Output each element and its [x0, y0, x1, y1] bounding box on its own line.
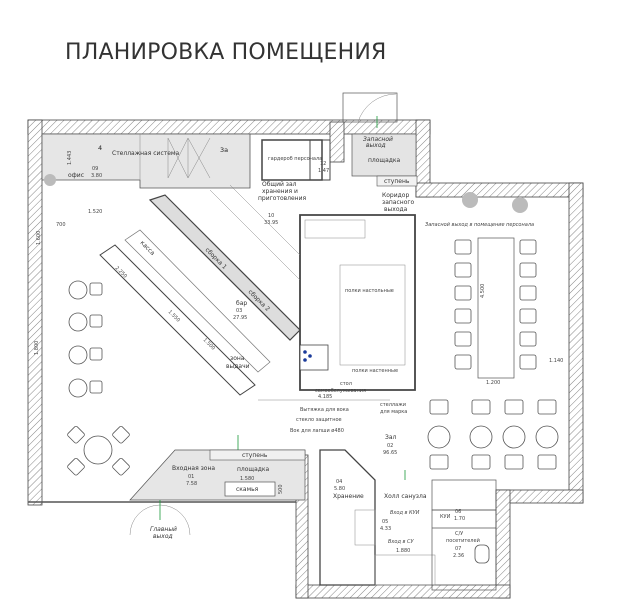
- label-entry-zone: Входная зона: [172, 465, 215, 472]
- wok-station: [299, 344, 329, 371]
- entry-area: 7.58: [186, 481, 197, 487]
- label-rack-2: для марка: [380, 409, 407, 415]
- label-wardrobe: гардероб персонала: [268, 156, 322, 162]
- hall-seating: [44, 174, 559, 470]
- office-zone: [41, 133, 251, 189]
- label-glass: стекло защитное: [296, 417, 342, 423]
- label-pickup-2: выдачи: [226, 363, 250, 370]
- kui-area: 1.70: [454, 516, 465, 522]
- label-corridor-2: запасного: [382, 199, 415, 206]
- wc-area: 1.47: [318, 168, 329, 174]
- label-emergency-exit-2: выход: [366, 142, 386, 149]
- dim-4185: 4.185: [318, 394, 332, 400]
- label-bench: скамья: [236, 486, 259, 493]
- entry-num: 01: [188, 474, 194, 480]
- hall-area: 96.65: [383, 450, 397, 456]
- hall-storage-num: 10: [268, 213, 274, 219]
- wardrobe-room: [261, 139, 323, 181]
- kui-num: 06: [455, 509, 461, 515]
- office-area: 3.80: [91, 173, 102, 179]
- label-step-top: ступень: [384, 178, 410, 185]
- label-3a: 3а: [220, 146, 228, 154]
- dim-1600: 1.600: [36, 231, 42, 245]
- label-office: офис: [68, 172, 84, 179]
- label-su: С/У: [455, 531, 463, 537]
- label-hall-storage-2: хранения и: [262, 188, 298, 195]
- emergency-exit-porch: [342, 92, 418, 187]
- page-title: ПЛАНИРОВКА ПОМЕЩЕНИЯ: [65, 40, 387, 65]
- dim-1200: 1.200: [486, 380, 500, 386]
- dim-4500: 4.500: [480, 284, 486, 298]
- bar-counter: [99, 184, 301, 396]
- dim-1443: 1.443: [67, 151, 73, 165]
- label-shelving: Стеллажная система: [112, 150, 179, 157]
- label-su-2: посетителей: [446, 537, 480, 544]
- hall-num: 02: [387, 443, 393, 449]
- label-staff-exit: Запасной выход в помещение персонала: [425, 222, 534, 228]
- office-num: 09: [92, 166, 98, 172]
- label-kui: КУИ: [440, 514, 451, 520]
- lower-rooms: [319, 449, 497, 591]
- su-area: 2.36: [453, 553, 464, 559]
- label-wok: Вок для лапши ø480: [290, 428, 344, 434]
- plant-icon: [462, 192, 478, 208]
- label-self-service-2: самообслуживания: [315, 388, 366, 394]
- dim-1140: 1.140: [549, 358, 563, 364]
- label-emergency-exit: Запасной: [363, 136, 393, 143]
- label-bar: бар: [236, 300, 247, 307]
- label-main-exit-2: выход: [153, 533, 173, 540]
- label-hall: Зал: [385, 434, 397, 441]
- dim-1880: 1.880: [396, 548, 410, 554]
- wc-num: 12: [320, 161, 326, 167]
- su-num: 07: [455, 546, 461, 552]
- label-pickup: зона: [230, 355, 245, 362]
- dim-1550: 1.550: [167, 309, 181, 323]
- dim-700: 700: [56, 222, 66, 228]
- dim-1520: 1.520: [88, 209, 102, 215]
- plant-icon: [512, 197, 528, 213]
- label-su-entry: Вход в СУ: [388, 539, 415, 545]
- label-platform-top: площадка: [368, 157, 401, 164]
- dim-1500: 1.500: [202, 337, 216, 351]
- dim-1800: 1.800: [34, 341, 40, 355]
- bar-num: 03: [236, 308, 242, 314]
- label-kui-entry: Вход в КУИ: [390, 510, 420, 516]
- kitchen-block: [299, 214, 416, 391]
- dim-2250: 2.250: [114, 265, 128, 279]
- storage-area: 5.80: [334, 486, 345, 492]
- dim-1580: 1.580: [240, 476, 254, 482]
- label-platform-entry: площадка: [237, 466, 270, 473]
- label-self-service: стол: [340, 381, 352, 387]
- plant-icon: [44, 174, 56, 186]
- label-hall-storage: Общий зал: [262, 181, 297, 188]
- label-main-exit: Главный: [150, 526, 177, 533]
- wc-hall-area: 4.33: [380, 526, 391, 532]
- wc-hall-num: 05: [382, 519, 388, 525]
- entry-zone: [28, 435, 306, 536]
- label-step-entry: ступень: [242, 452, 268, 459]
- label-rack: стеллажи: [380, 402, 406, 408]
- dim-500: 500: [278, 484, 284, 494]
- label-hood: Вытяжка для вока: [300, 407, 349, 413]
- label-shelves-wall: полки настенные: [352, 368, 398, 374]
- label-corridor-3: выхода: [384, 206, 408, 213]
- label-hall-storage-3: приготовления: [258, 195, 307, 202]
- bar-area: 27.95: [233, 315, 247, 321]
- label-4: 4: [98, 144, 102, 152]
- label-corridor: Коридор: [382, 192, 409, 199]
- hall-storage-area: 33.95: [264, 220, 278, 226]
- label-shelves-table: полки настольные: [345, 288, 394, 294]
- label-storage: Хранение: [333, 493, 364, 500]
- label-cashier: касса: [139, 239, 157, 257]
- storage-num: 04: [336, 479, 342, 485]
- label-wc-hall: Холл санузла: [384, 493, 427, 500]
- left-seating: [67, 280, 130, 476]
